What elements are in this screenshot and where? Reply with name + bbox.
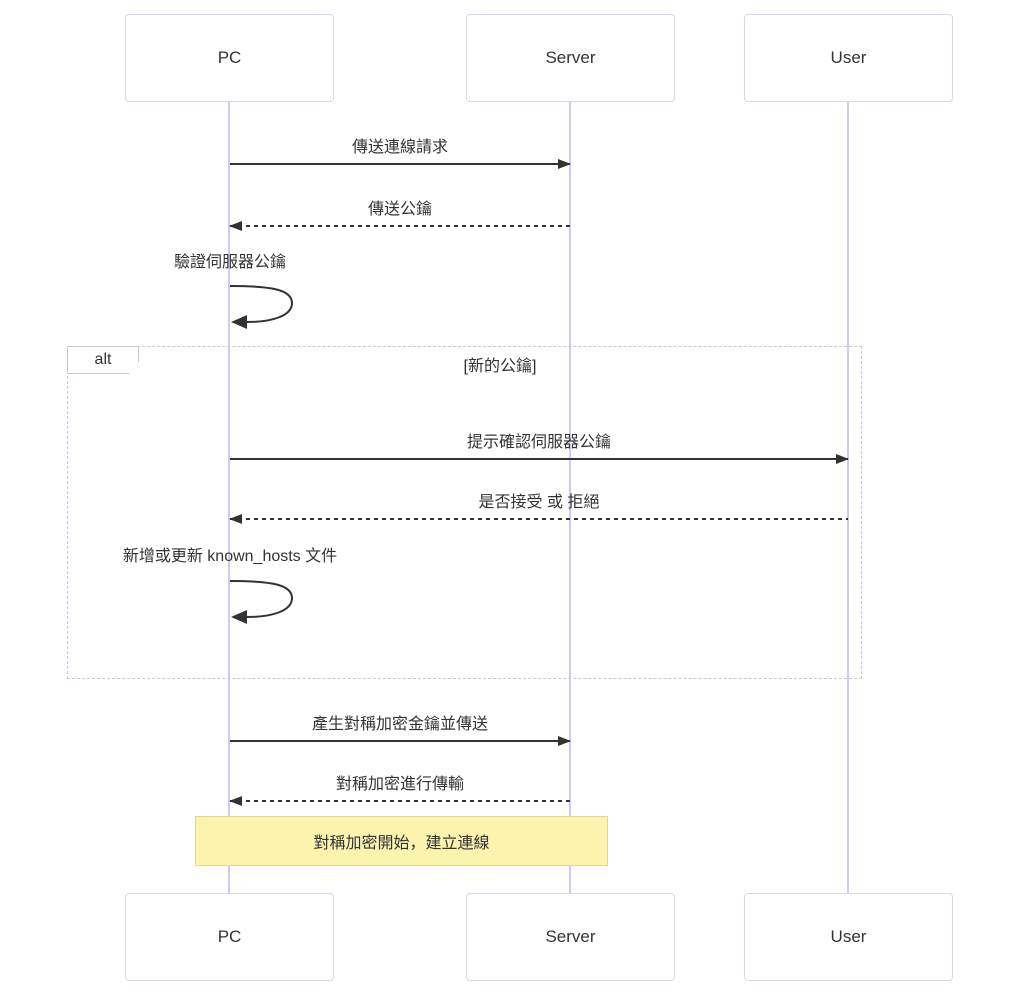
actor-label: Server — [545, 48, 596, 67]
message-label: 傳送連線請求 — [351, 139, 448, 156]
actor-label: User — [830, 927, 867, 946]
actor-label: Server — [545, 927, 596, 946]
self-loop-arrow — [229, 285, 294, 329]
lifeline-server — [569, 102, 571, 893]
arrowhead-left-icon — [229, 796, 242, 806]
actor-top-server: Server — [466, 14, 675, 102]
actor-label: User — [830, 48, 867, 67]
message-label: 傳送公鑰 — [367, 201, 432, 218]
message-label: 提示確認伺服器公鑰 — [466, 434, 611, 451]
self-message-label: 驗證伺服器公鑰 — [173, 254, 286, 271]
message-arrow — [229, 221, 570, 231]
actor-bottom-pc: PC — [125, 893, 334, 981]
message-label: 對稱加密進行傳輸 — [335, 776, 464, 793]
self-message-label: 新增或更新 known_hosts 文件 — [122, 548, 338, 565]
lifeline-user — [847, 102, 849, 893]
alt-frame — [67, 346, 862, 679]
message-generate-symmetric-key: 產生對稱加密金鑰並傳送 — [230, 714, 571, 746]
arrowhead-left-icon — [229, 514, 242, 524]
message-send-connection-request: 傳送連線請求 — [230, 137, 571, 169]
actor-top-user: User — [744, 14, 953, 102]
arrowhead-right-icon — [558, 159, 571, 169]
message-prompt-confirm-key: 提示確認伺服器公鑰 — [230, 432, 849, 464]
self-loop-arrow — [229, 580, 294, 624]
arrowhead-left-icon — [229, 221, 242, 231]
actor-label: PC — [217, 927, 242, 946]
alt-label: alt — [67, 346, 139, 374]
message-symmetric-transfer: 對稱加密進行傳輸 — [229, 774, 570, 806]
note-connection-established: 對稱加密開始，建立連線 — [195, 816, 608, 866]
message-arrow — [229, 796, 570, 806]
message-arrow — [230, 736, 571, 746]
arrowhead-right-icon — [836, 454, 849, 464]
arrowhead-right-icon — [558, 736, 571, 746]
message-send-public-key: 傳送公鑰 — [229, 199, 570, 231]
lifeline-pc — [228, 102, 230, 893]
actor-bottom-user: User — [744, 893, 953, 981]
message-arrow — [230, 454, 849, 464]
message-arrow — [230, 159, 571, 169]
message-accept-or-reject: 是否接受 或 拒絕 — [229, 492, 848, 524]
message-label: 是否接受 或 拒絕 — [478, 494, 600, 511]
message-label: 產生對稱加密金鑰並傳送 — [311, 716, 488, 733]
actor-label: PC — [217, 48, 242, 67]
actor-bottom-server: Server — [466, 893, 675, 981]
alt-condition: [新的公鑰] — [463, 358, 537, 375]
message-arrow — [229, 514, 848, 524]
actor-top-pc: PC — [125, 14, 334, 102]
